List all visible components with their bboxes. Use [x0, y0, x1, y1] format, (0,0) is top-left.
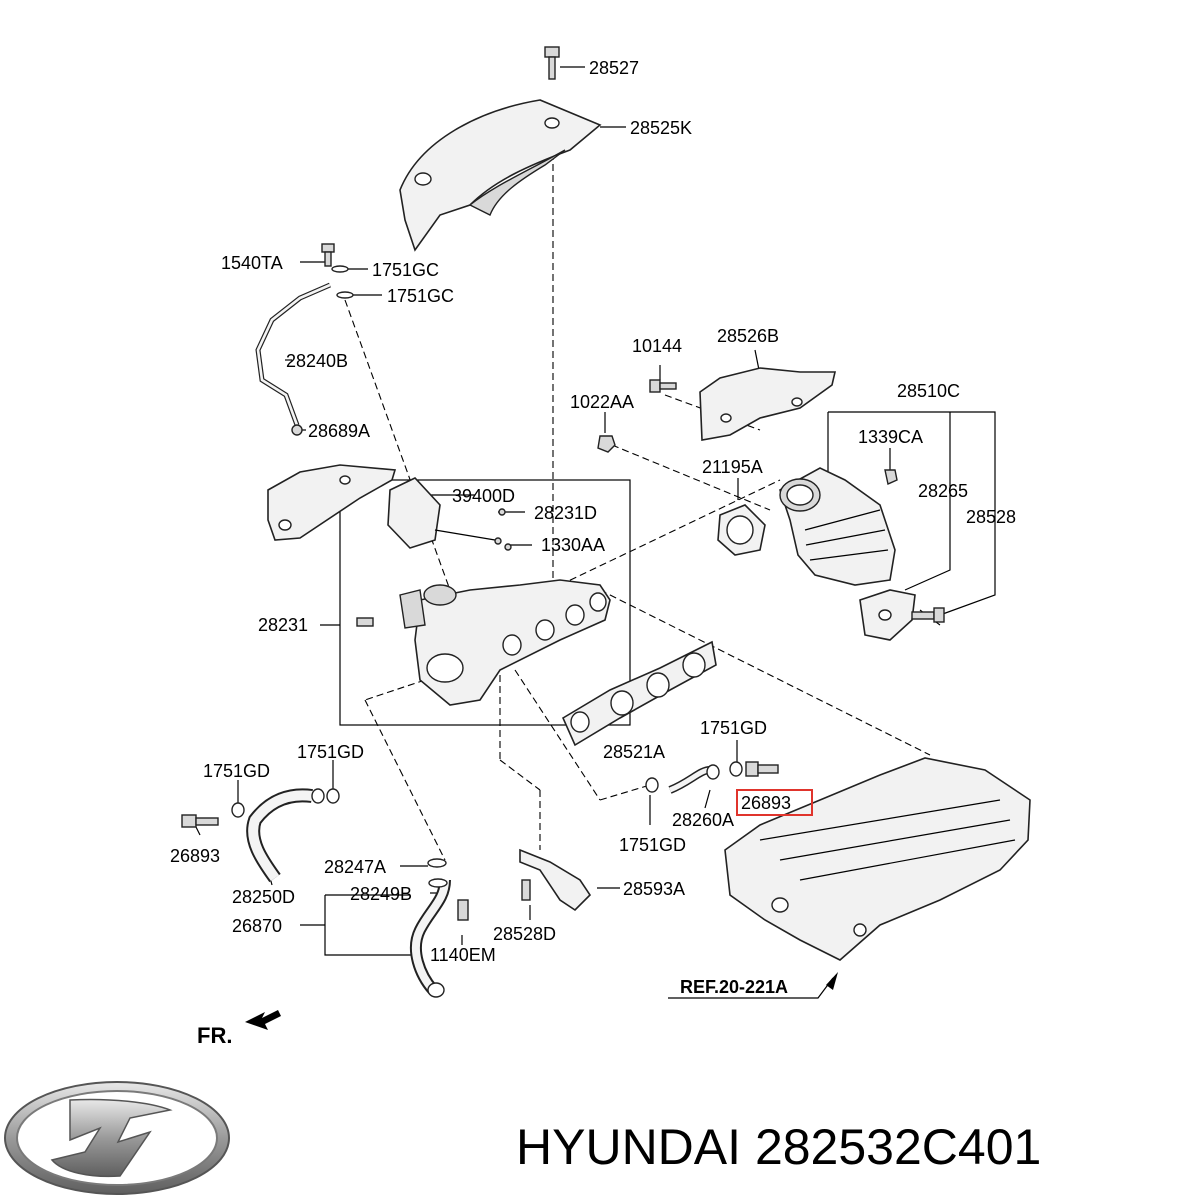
label-1751GC-lower: 1751GC — [387, 286, 454, 306]
hyundai-logo-icon — [4, 1081, 230, 1195]
label-1330AA: 1330AA — [541, 535, 605, 555]
label-28525K: 28525K — [630, 118, 692, 138]
ref-label: REF.20-221A — [680, 977, 788, 997]
leader-lines — [194, 66, 996, 999]
catalyst-heat-shield-28526B — [699, 367, 837, 441]
callout-labels: 28527 28525K 1540TA 1751GC 1751GC 28240B… — [170, 58, 1016, 1048]
label-1022AA: 1022AA — [570, 392, 634, 412]
front-direction-arrow-icon — [245, 1010, 281, 1030]
catalyst-gasket-21195A — [717, 504, 766, 556]
label-28510C: 28510C — [897, 381, 960, 401]
label-28231: 28231 — [258, 615, 308, 635]
coolant-pipe-28260A — [645, 761, 779, 794]
label-1751GD-center: 1751GD — [297, 742, 364, 762]
label-1540TA: 1540TA — [221, 253, 283, 273]
nut-1022AA — [597, 435, 616, 453]
cylinder-head — [724, 757, 1031, 961]
label-28527: 28527 — [589, 58, 639, 78]
label-28593A: 28593A — [623, 879, 685, 899]
label-26893-left: 26893 — [170, 846, 220, 866]
label-21195A: 21195A — [702, 457, 763, 477]
label-1751GD-left: 1751GD — [203, 761, 270, 781]
label-28250D: 28250D — [232, 887, 295, 907]
label-28528D: 28528D — [493, 924, 556, 944]
label-28265: 28265 — [918, 481, 968, 501]
label-1339CA: 1339CA — [858, 427, 923, 447]
bolt-28527 — [544, 46, 560, 80]
part-title: HYUNDAI 282532C401 — [516, 1112, 1186, 1182]
highlight-box-26893 — [736, 789, 813, 816]
part-number: 282532C401 — [754, 1119, 1042, 1175]
label-26893-highlighted: 26893 — [741, 793, 791, 813]
label-26870: 26870 — [232, 916, 282, 936]
brand-name: HYUNDAI — [516, 1119, 742, 1175]
label-1751GC-upper: 1751GC — [372, 260, 439, 280]
coolant-hose-28250D — [181, 788, 340, 883]
label-1751GD-bottom: 1751GD — [619, 835, 686, 855]
label-28528: 28528 — [966, 507, 1016, 527]
label-28249B: 28249B — [350, 884, 412, 904]
manifold-gasket-28521A — [561, 640, 717, 747]
oil-feed-pipe-28240B — [255, 243, 354, 436]
catalytic-converter-28510C — [779, 467, 945, 641]
label-39400D: 39400D — [452, 486, 515, 506]
exhaust-manifold-turbo-28231 — [356, 579, 611, 706]
wastegate-actuator-39400D — [387, 477, 512, 551]
label-28231D: 28231D — [534, 503, 597, 523]
bolt-10144 — [649, 379, 677, 393]
bracket-28593A — [519, 848, 592, 912]
turbo-heat-shield-28689A — [267, 464, 397, 541]
label-28260A: 28260A — [672, 810, 734, 830]
label-28521A: 28521A — [603, 742, 665, 762]
label-28240B: 28240B — [286, 351, 348, 371]
front-label: FR. — [197, 1023, 232, 1048]
label-1140EM: 1140EM — [430, 945, 496, 965]
label-28526B: 28526B — [717, 326, 779, 346]
label-1751GD-right: 1751GD — [700, 718, 767, 738]
label-10144: 10144 — [632, 336, 682, 356]
return-hose-26870 — [410, 858, 469, 998]
label-28247A: 28247A — [324, 857, 386, 877]
label-28689A: 28689A — [308, 421, 370, 441]
heat-shield-28525K — [399, 99, 602, 252]
